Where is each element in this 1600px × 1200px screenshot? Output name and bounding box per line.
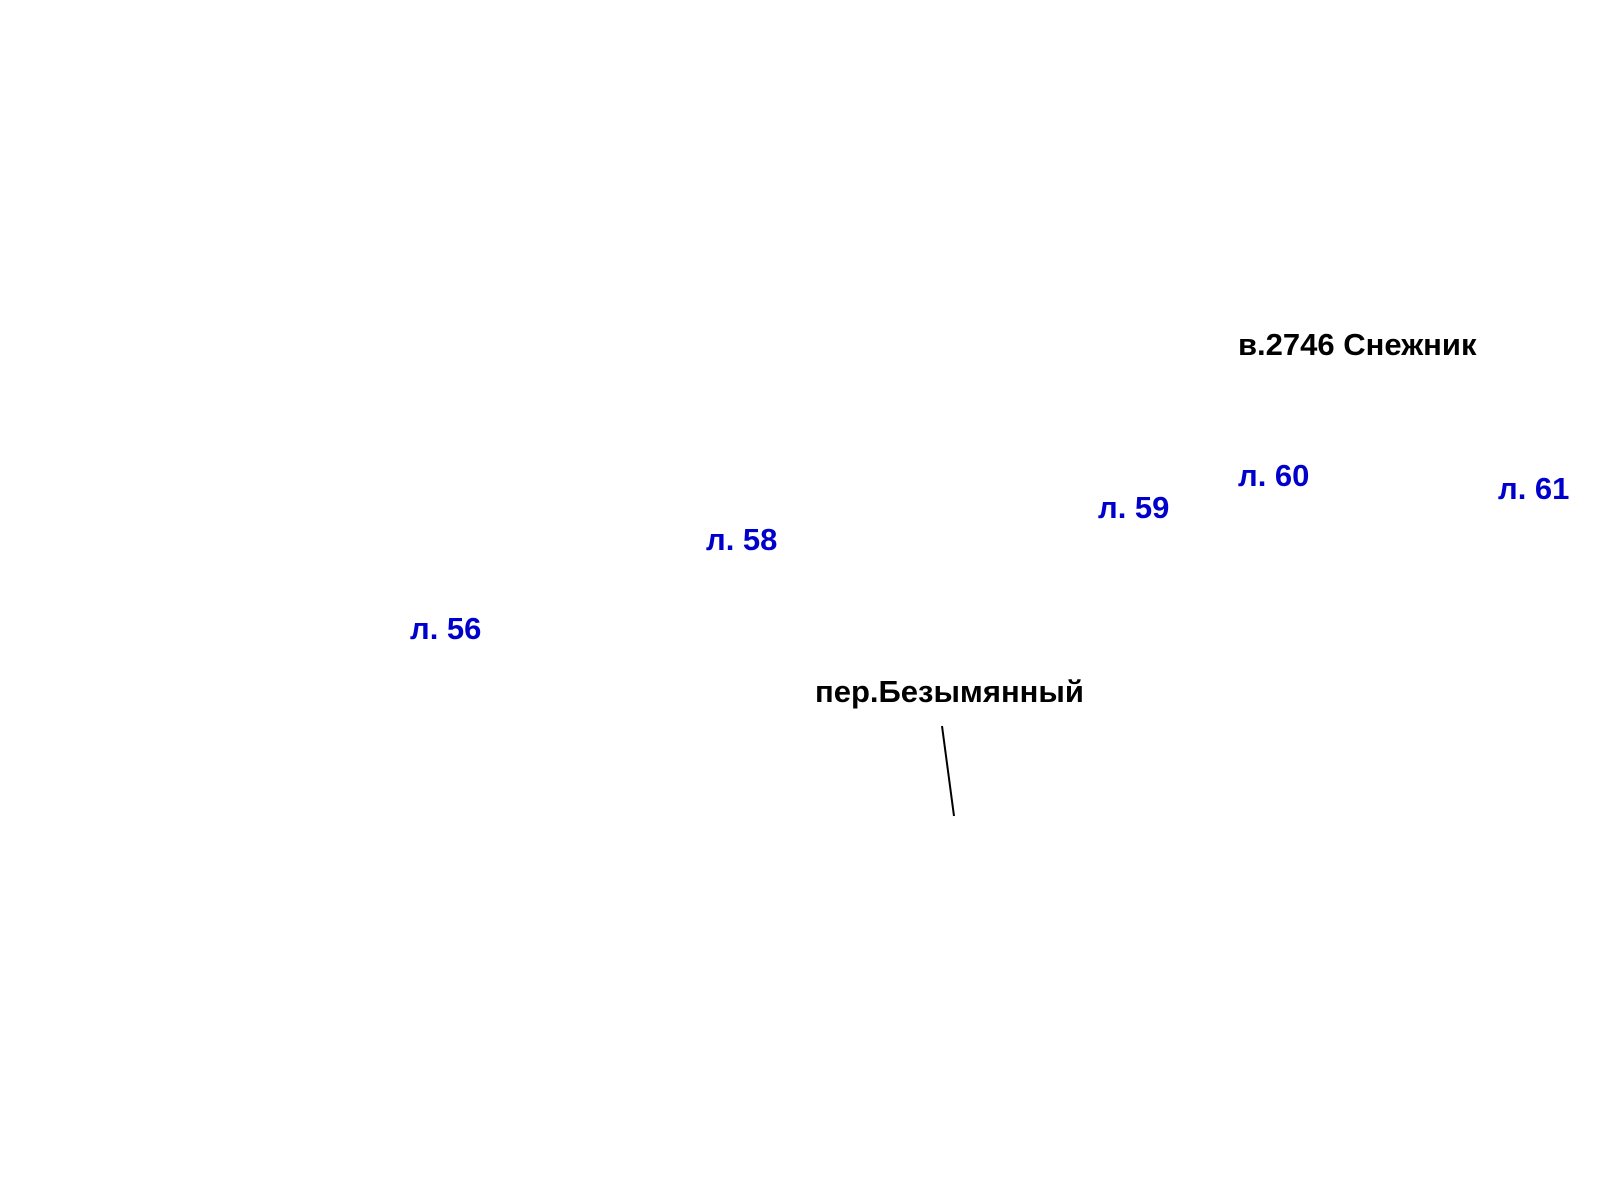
sheet-label-56: л. 56	[410, 611, 482, 646]
street-label-bezymyanny: пер.Безымянный	[815, 674, 1084, 709]
sheet-label-59: л. 59	[1098, 490, 1170, 525]
sheet-label-58: л. 58	[706, 522, 778, 557]
sheet-label-60: л. 60	[1238, 458, 1310, 493]
street-leader-segment	[941, 725, 955, 817]
peak-label-snezhnik: в.2746 Снежник	[1238, 327, 1477, 362]
sheet-label-61: л. 61	[1498, 471, 1570, 506]
